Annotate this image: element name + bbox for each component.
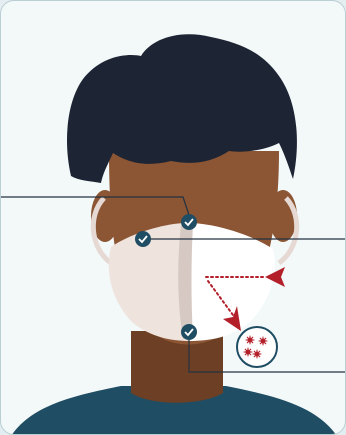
virus-particle xyxy=(246,336,255,345)
virus-particle xyxy=(259,337,268,346)
check-badge-nose xyxy=(181,214,197,230)
virus-particle xyxy=(244,348,253,357)
check-badge-chin xyxy=(181,324,197,340)
virus-particle xyxy=(253,350,262,359)
virus-badge xyxy=(237,327,277,367)
check-badge-upper-left xyxy=(135,231,151,247)
